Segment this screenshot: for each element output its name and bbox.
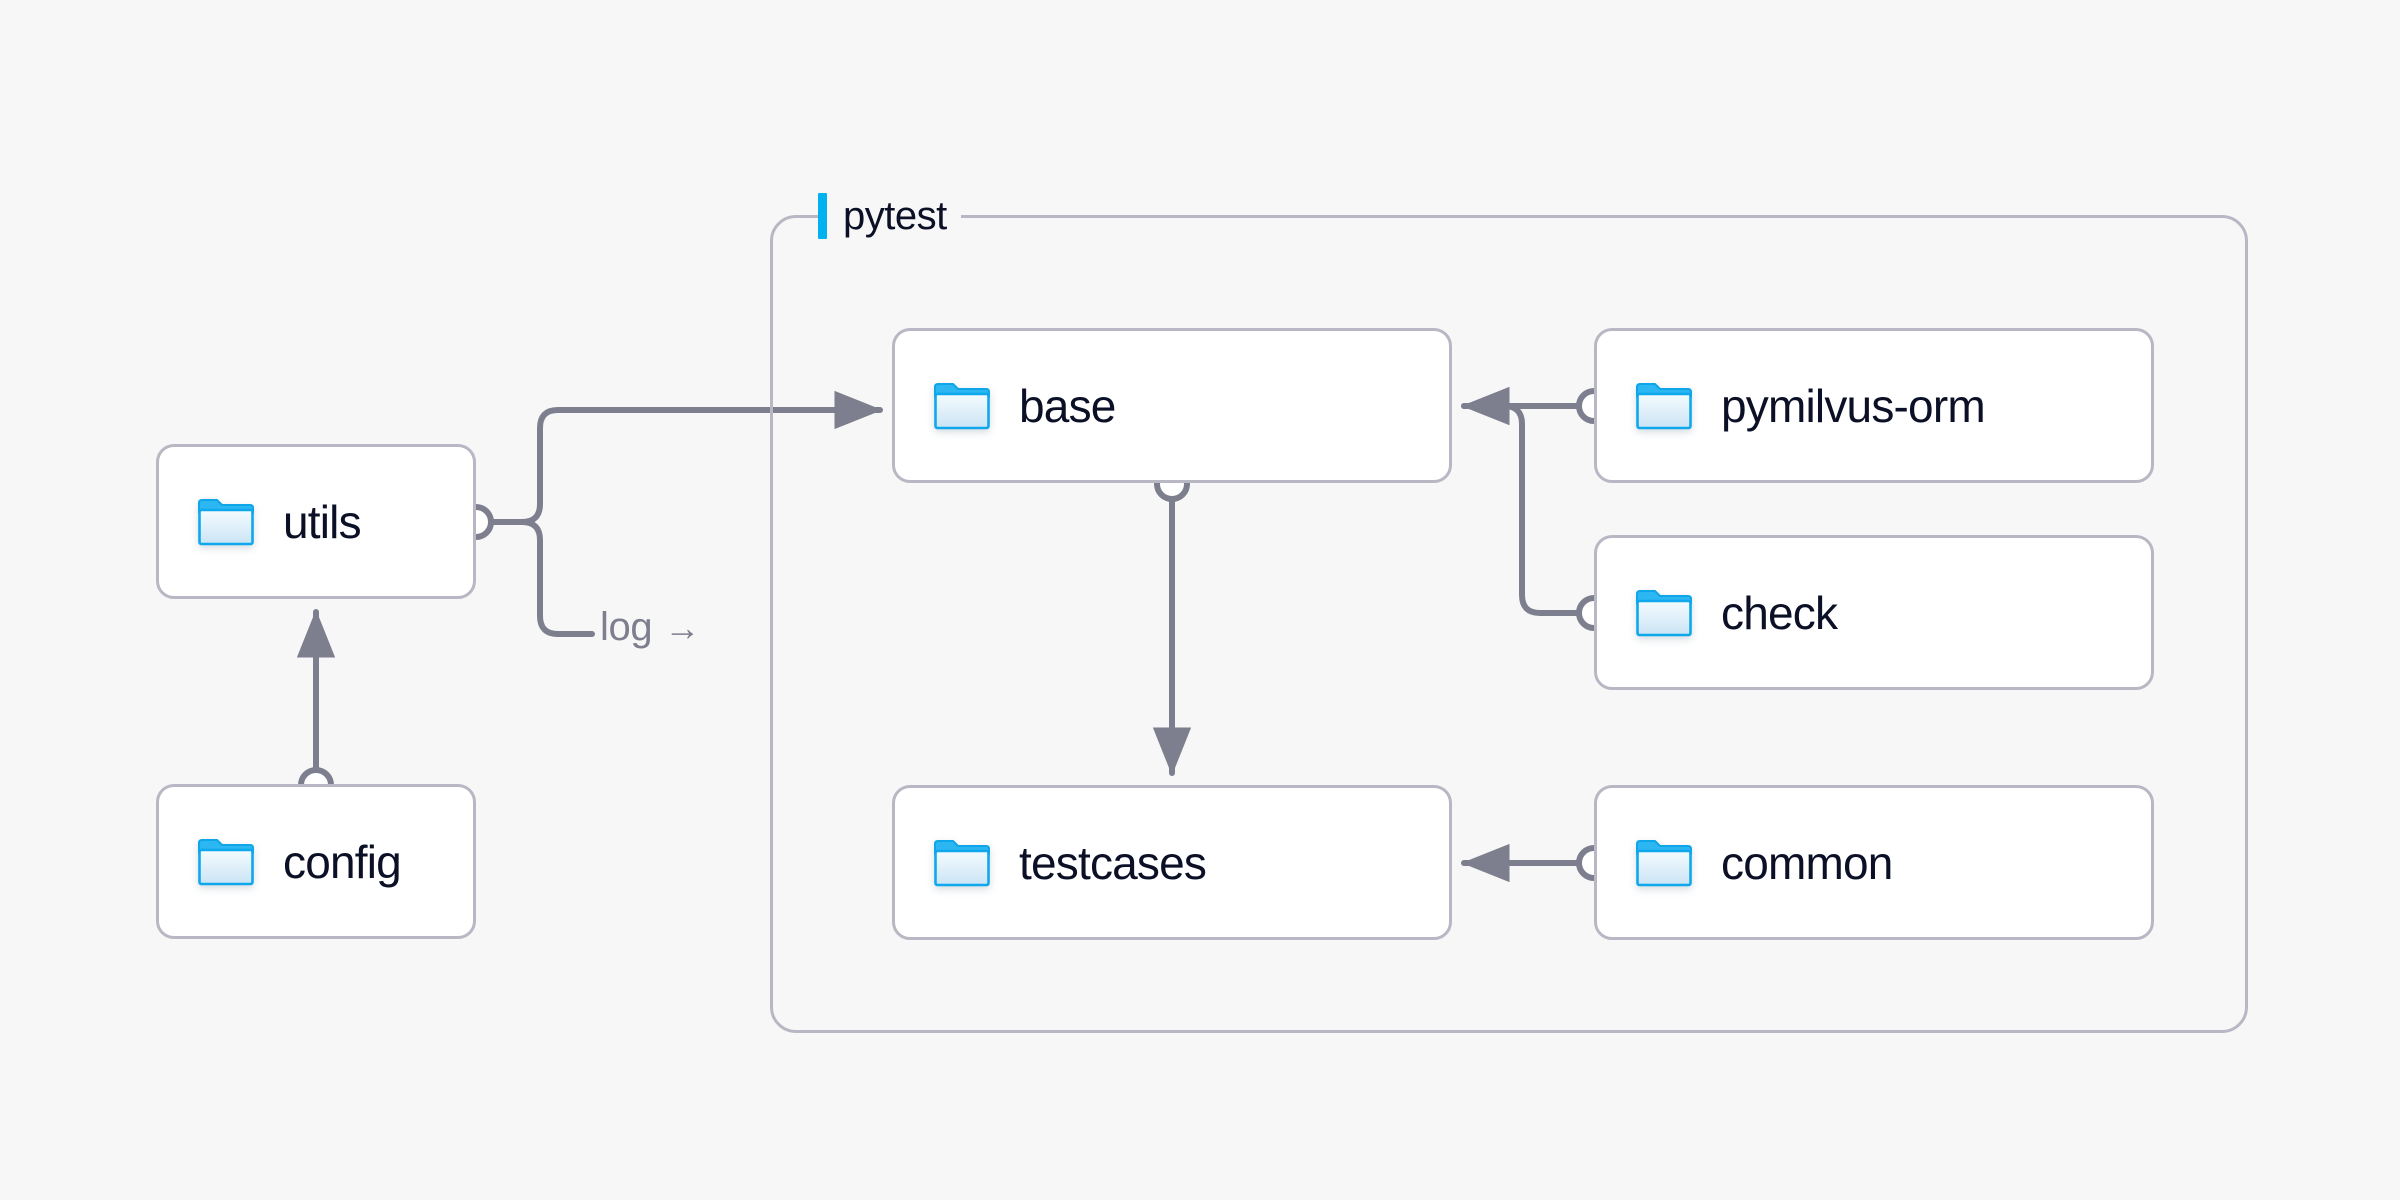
group-pytest-label: pytest — [818, 188, 961, 244]
node-check-label: check — [1721, 586, 1838, 639]
node-pymilvus-orm[interactable]: pymilvus-orm — [1594, 328, 2154, 483]
node-utils[interactable]: utils — [156, 444, 476, 599]
edge-label-log-text: log — [600, 605, 653, 649]
group-pytest[interactable] — [770, 215, 2248, 1033]
folder-icon — [933, 838, 991, 888]
node-config[interactable]: config — [156, 784, 476, 939]
node-check[interactable]: check — [1594, 535, 2154, 690]
node-config-label: config — [283, 835, 402, 888]
node-base[interactable]: base — [892, 328, 1452, 483]
group-title-text: pytest — [843, 193, 947, 238]
node-common[interactable]: common — [1594, 785, 2154, 940]
edge-label-log: log → — [600, 605, 700, 650]
node-pymilvus-orm-label: pymilvus-orm — [1721, 379, 1986, 432]
folder-icon — [933, 381, 991, 431]
folder-icon — [197, 497, 255, 547]
node-testcases[interactable]: testcases — [892, 785, 1452, 940]
folder-icon — [1635, 838, 1693, 888]
folder-icon — [197, 837, 255, 887]
node-common-label: common — [1721, 836, 1893, 889]
arrow-right-icon: → — [664, 606, 700, 648]
edge-utils-to-log — [485, 519, 595, 637]
node-testcases-label: testcases — [1019, 836, 1207, 889]
node-utils-label: utils — [283, 495, 362, 548]
node-base-label: base — [1019, 379, 1116, 432]
folder-icon — [1635, 381, 1693, 431]
folder-icon — [1635, 588, 1693, 638]
group-accent-bar — [818, 193, 827, 239]
